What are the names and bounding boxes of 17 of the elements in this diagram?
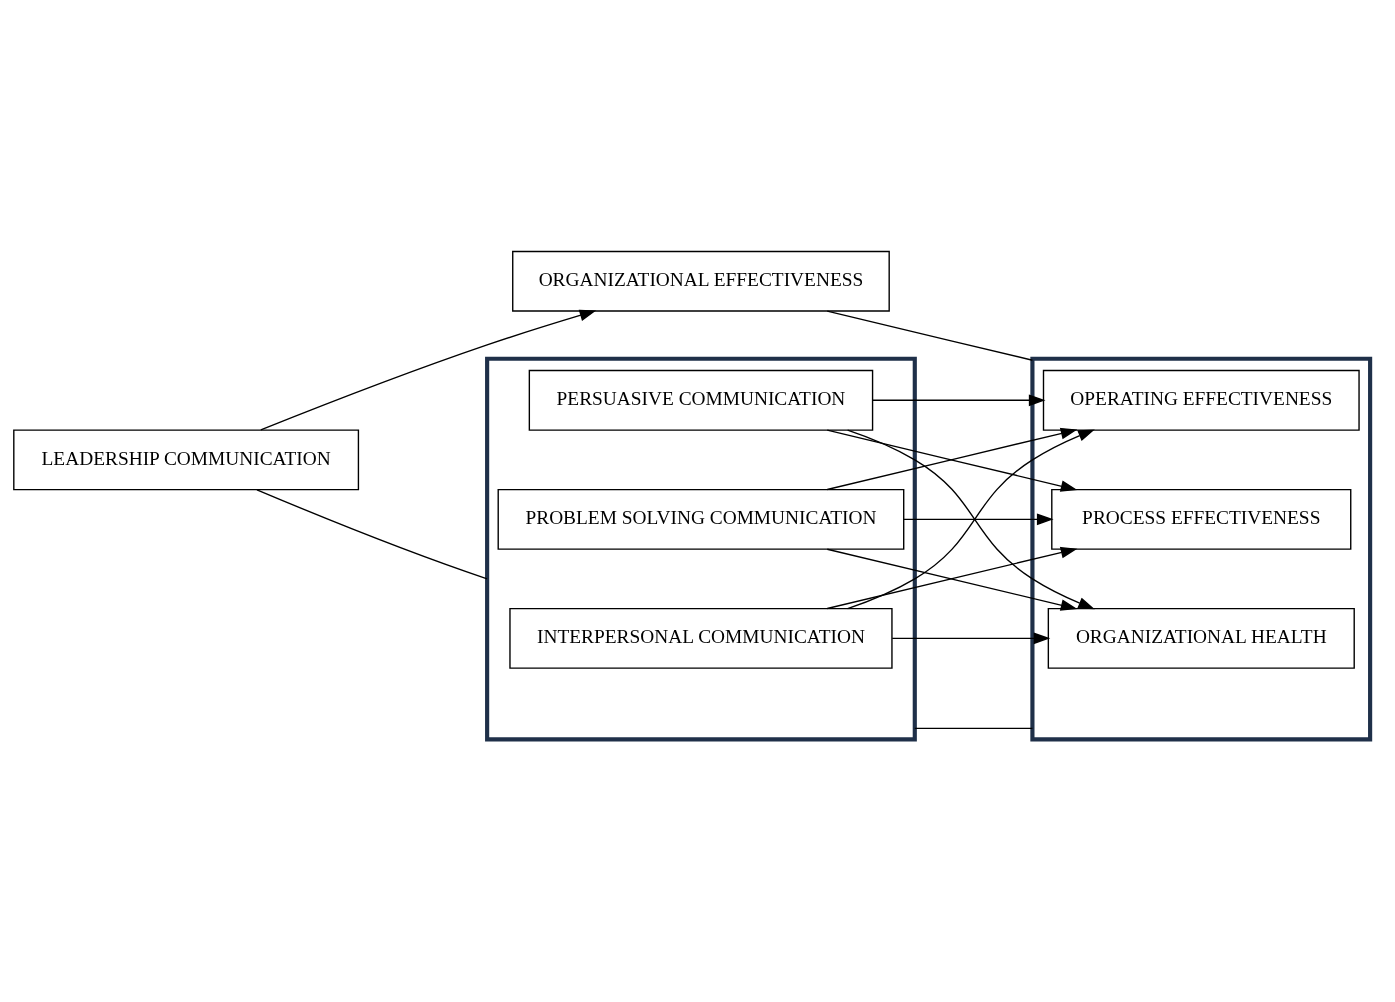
node-box: ORGANIZATIONAL EFFECTIVENESS xyxy=(512,250,890,312)
node-box: LEADERSHIP COMMUNICATION xyxy=(13,429,360,491)
connector xyxy=(914,727,1034,729)
arrow xyxy=(260,309,597,431)
cluster xyxy=(485,356,917,742)
arrow xyxy=(903,513,1054,526)
node-box: INTERPERSONAL COMMUNICATION xyxy=(509,607,893,669)
connector xyxy=(256,489,488,580)
arrow xyxy=(891,632,1051,645)
node-box: ORGANIZATIONAL HEALTH xyxy=(1047,607,1355,669)
node-box: PROBLEM SOLVING COMMUNICATION xyxy=(497,488,905,550)
node-box: OPERATING EFFECTIVENESS xyxy=(1042,369,1360,431)
node-box: PROCESS EFFECTIVENESS xyxy=(1051,488,1352,550)
arrow xyxy=(846,429,1095,610)
arrow xyxy=(872,394,1046,407)
connector xyxy=(826,310,1034,361)
node-box: PERSUASIVE COMMUNICATION xyxy=(528,369,874,431)
